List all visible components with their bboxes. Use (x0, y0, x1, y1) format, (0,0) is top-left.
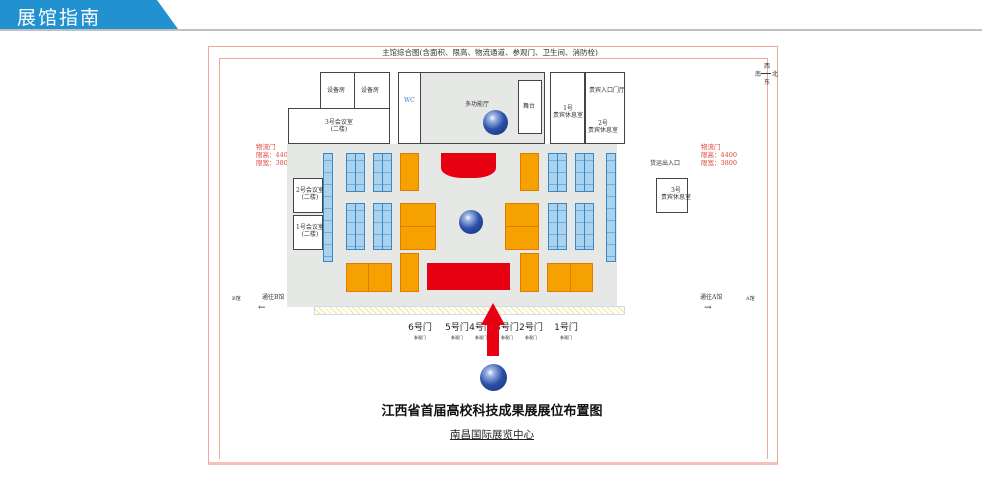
booth-orange[interactable] (505, 203, 539, 227)
meeting-room-1: 1号会议室(二楼) (293, 215, 324, 250)
sphere-marker-entrance (480, 364, 507, 391)
booth-red-top[interactable] (441, 153, 496, 178)
booth-blue-strip-left[interactable] (323, 153, 333, 262)
booth-blue[interactable] (373, 153, 392, 192)
floor-plan-inner-frame (219, 58, 768, 459)
room-label: 舞台 (523, 103, 536, 110)
booth-orange[interactable] (400, 203, 436, 227)
vip-lounge-2: 2号贵宾休息室 (588, 120, 619, 135)
booth-blue-strip-right[interactable] (606, 153, 616, 262)
booth-orange[interactable] (520, 253, 539, 292)
vip-entrance-hall: 贵宾入口门厅 2号贵宾休息室 (585, 72, 625, 144)
door-3[interactable]: 3号门参观门 (495, 323, 519, 340)
section-tab: 展馆指南 (0, 0, 178, 29)
entrance-arrow-icon (481, 303, 505, 356)
to-hall-a[interactable]: 通往A馆 (700, 294, 723, 301)
sphere-marker-center (459, 210, 483, 234)
sphere-marker-hall (483, 110, 508, 135)
plan-title: 江西省首届高校科技成果展展位布置图 (381, 404, 603, 419)
booth-orange[interactable] (505, 226, 539, 250)
room-label: 1号会议室(二楼) (296, 224, 324, 239)
room-label: 多功能厅 (465, 101, 490, 108)
booth-orange[interactable] (400, 253, 419, 292)
door-4[interactable]: 4号门参观门 (469, 323, 493, 340)
meeting-room-2: 2号会议室(二楼) (293, 178, 324, 213)
equipment-room-2: 设备房 (354, 72, 390, 110)
door-5[interactable]: 5号门参观门 (445, 323, 469, 340)
booth-orange[interactable] (570, 263, 593, 292)
to-hall-b[interactable]: 通往B馆 (262, 294, 285, 301)
header-divider (0, 29, 982, 31)
room-label: 设备房 (327, 87, 346, 94)
door-1[interactable]: 1号门参观门 (554, 323, 578, 340)
booth-blue[interactable] (548, 153, 567, 192)
restroom-block: WC (398, 72, 422, 144)
booth-blue[interactable] (373, 203, 392, 250)
booth-red-bottom[interactable] (427, 263, 510, 290)
section-title: 展馆指南 (17, 7, 102, 29)
booth-orange[interactable] (547, 263, 571, 292)
booth-orange[interactable] (400, 226, 436, 250)
booth-blue[interactable] (346, 153, 365, 192)
hall-a-label: A馆 (746, 296, 755, 302)
booth-blue[interactable] (575, 203, 594, 250)
vip-lounge-3: 3号贵宾休息室 (656, 178, 692, 213)
arrow-right-icon: → (704, 303, 712, 313)
booth-blue[interactable] (575, 153, 594, 192)
booth-orange[interactable] (520, 153, 539, 191)
door-6[interactable]: 6号门参观门 (408, 323, 432, 340)
room-label: 3号会议室(二楼) (325, 119, 353, 134)
compass-west: 西 (764, 63, 771, 70)
compass-north: 北 (772, 71, 779, 78)
room-label: 3号贵宾休息室 (661, 187, 692, 202)
compass-east: 东 (764, 79, 771, 86)
booth-orange[interactable] (368, 263, 392, 292)
compass-cross-icon (761, 73, 771, 74)
booth-orange[interactable] (346, 263, 369, 292)
venue-name: 南昌国际展览中心 (450, 429, 534, 441)
arrow-left-icon: ← (258, 303, 266, 313)
equipment-room-1: 设备房 (320, 72, 356, 110)
room-label: 1号贵宾休息室 (553, 105, 584, 120)
hall-b-label: B馆 (232, 296, 241, 302)
door-2[interactable]: 2号门参观门 (519, 323, 543, 340)
booth-blue[interactable] (346, 203, 365, 250)
stage: 舞台 (518, 80, 542, 134)
wc-label: WC (404, 97, 415, 104)
entrance-corridor (314, 306, 625, 315)
room-label: 贵宾入口门厅 (589, 87, 626, 94)
vip-lounge-1: 1号贵宾休息室 (550, 72, 585, 144)
room-label: 设备房 (361, 87, 380, 94)
room-label: 2号会议室(二楼) (296, 187, 324, 202)
cargo-entrance: 货运出入口 (650, 160, 681, 167)
booth-blue[interactable] (548, 203, 567, 250)
booth-orange[interactable] (400, 153, 419, 191)
floor-plan-frame (208, 46, 778, 465)
plan-heading: 主馆综合图(含面积、限高、物流通道、参观门、卫生间、消防栓) (382, 48, 598, 57)
compass-south: 南 (755, 71, 762, 78)
meeting-room-3: 3号会议室(二楼) (288, 108, 390, 144)
